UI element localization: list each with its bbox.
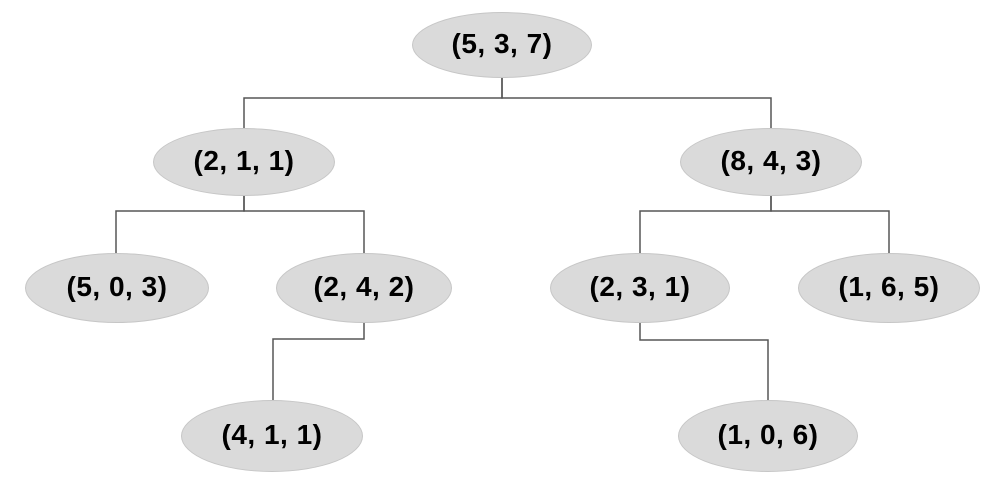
tree-node-label: (5, 0, 3) <box>66 271 168 302</box>
tree-node-n843: (8, 4, 3) <box>680 128 862 196</box>
tree-node-n165: (1, 6, 5) <box>798 253 980 323</box>
tree-edge-n537-n843 <box>501 78 772 128</box>
tree-edge-n231-n106 <box>639 323 769 401</box>
tree-node-n211: (2, 1, 1) <box>153 128 335 196</box>
tree-node-n537: (5, 3, 7) <box>412 12 592 78</box>
tree-edge-n537-n211 <box>243 78 503 128</box>
tree-edge-n211-n503 <box>115 196 245 254</box>
tree-node-label: (1, 6, 5) <box>838 271 940 302</box>
tree-node-label: (5, 3, 7) <box>451 28 553 59</box>
tree-edge-n211-n242 <box>243 196 365 254</box>
tree-node-n231: (2, 3, 1) <box>550 253 730 323</box>
tree-node-label: (1, 0, 6) <box>717 419 819 450</box>
tree-node-n411: (4, 1, 1) <box>181 400 363 472</box>
tree-node-label: (8, 4, 3) <box>720 145 822 176</box>
tree-edge-n843-n231 <box>639 196 772 254</box>
tree-edge-n843-n165 <box>770 196 890 254</box>
tree-node-label: (2, 1, 1) <box>193 145 295 176</box>
tree-node-n242: (2, 4, 2) <box>276 253 452 323</box>
tree-node-n503: (5, 0, 3) <box>25 253 209 323</box>
tree-node-label: (2, 3, 1) <box>589 271 691 302</box>
tree-edge-n242-n411 <box>272 323 365 401</box>
tree-node-n106: (1, 0, 6) <box>678 400 858 472</box>
tree-node-label: (4, 1, 1) <box>221 419 323 450</box>
tree-node-label: (2, 4, 2) <box>313 271 415 302</box>
